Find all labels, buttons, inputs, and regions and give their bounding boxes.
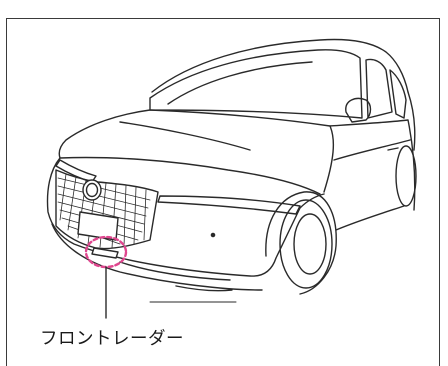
front-wheel-arch [265,191,337,295]
roof-outline [151,38,409,93]
rear-body [407,91,416,151]
side-mirror [345,97,372,123]
side-window-rear [389,69,407,119]
hood-crease [149,109,335,193]
marker-dot [210,232,216,238]
hood-outline [58,109,321,195]
illustration-frame [6,18,440,366]
fog-area [175,285,233,292]
emblem-inner [85,182,99,198]
lower-bumper [51,223,263,291]
emblem [82,179,102,201]
grille-outline [55,169,159,250]
fender-line [329,119,416,211]
front-wheel [279,199,333,289]
side-window-front [365,58,393,119]
headlight-right [157,195,301,215]
bumper-intake [119,261,231,281]
front-fascia [46,157,325,277]
rear-wheel [395,145,417,207]
side-character-line [333,139,411,161]
door-handle [387,147,399,151]
front-wheel-hub [293,213,327,275]
windshield-inner-line [167,61,313,105]
windshield [149,49,363,119]
front-radar-label: フロントレーダー [40,329,184,349]
side-sill [335,205,405,231]
hood-center-crease [119,121,251,151]
front-radar-sensor [91,247,119,259]
